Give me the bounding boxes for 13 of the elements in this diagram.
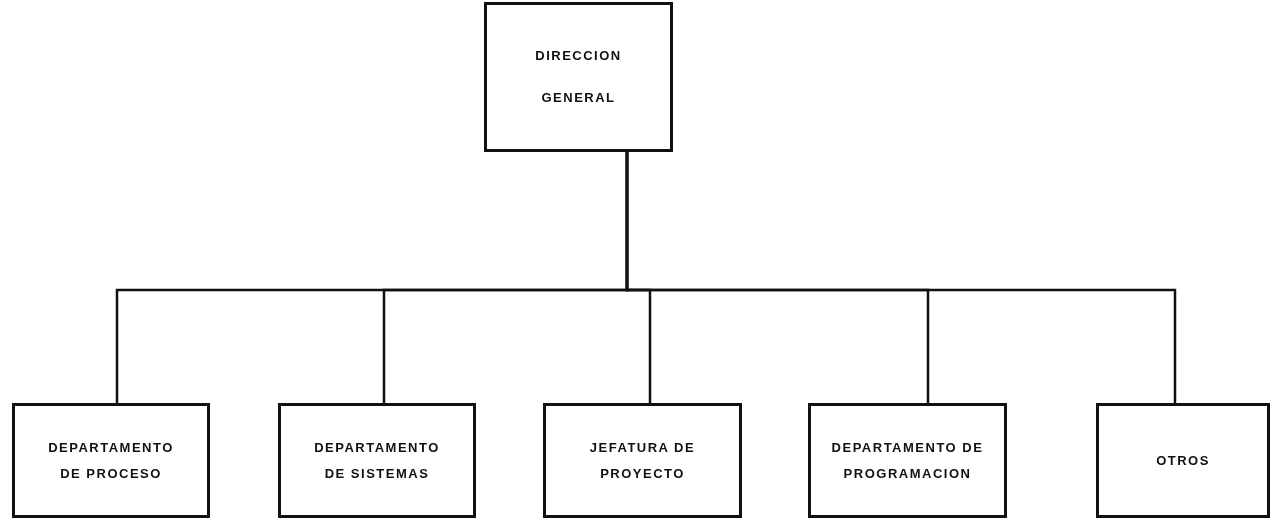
director-box <box>484 2 673 152</box>
department-box <box>543 403 742 518</box>
box-label: DEPARTAMENTO DE PROCESO <box>47 438 175 483</box>
department-box <box>808 403 1007 518</box>
box-label: OTROS <box>1155 451 1211 470</box>
department-box <box>12 403 210 518</box>
box-label: DIRECCION GENERAL <box>534 47 623 107</box>
box-label: DEPARTAMENTO DE SISTEMAS <box>313 438 441 483</box>
box-label: DEPARTAMENTO DE PROGRAMACION <box>830 438 985 483</box>
department-box <box>1096 403 1270 518</box>
connector-line <box>625 152 1177 403</box>
box-label: JEFATURA DE PROYECTO <box>588 438 697 483</box>
department-box <box>278 403 476 518</box>
